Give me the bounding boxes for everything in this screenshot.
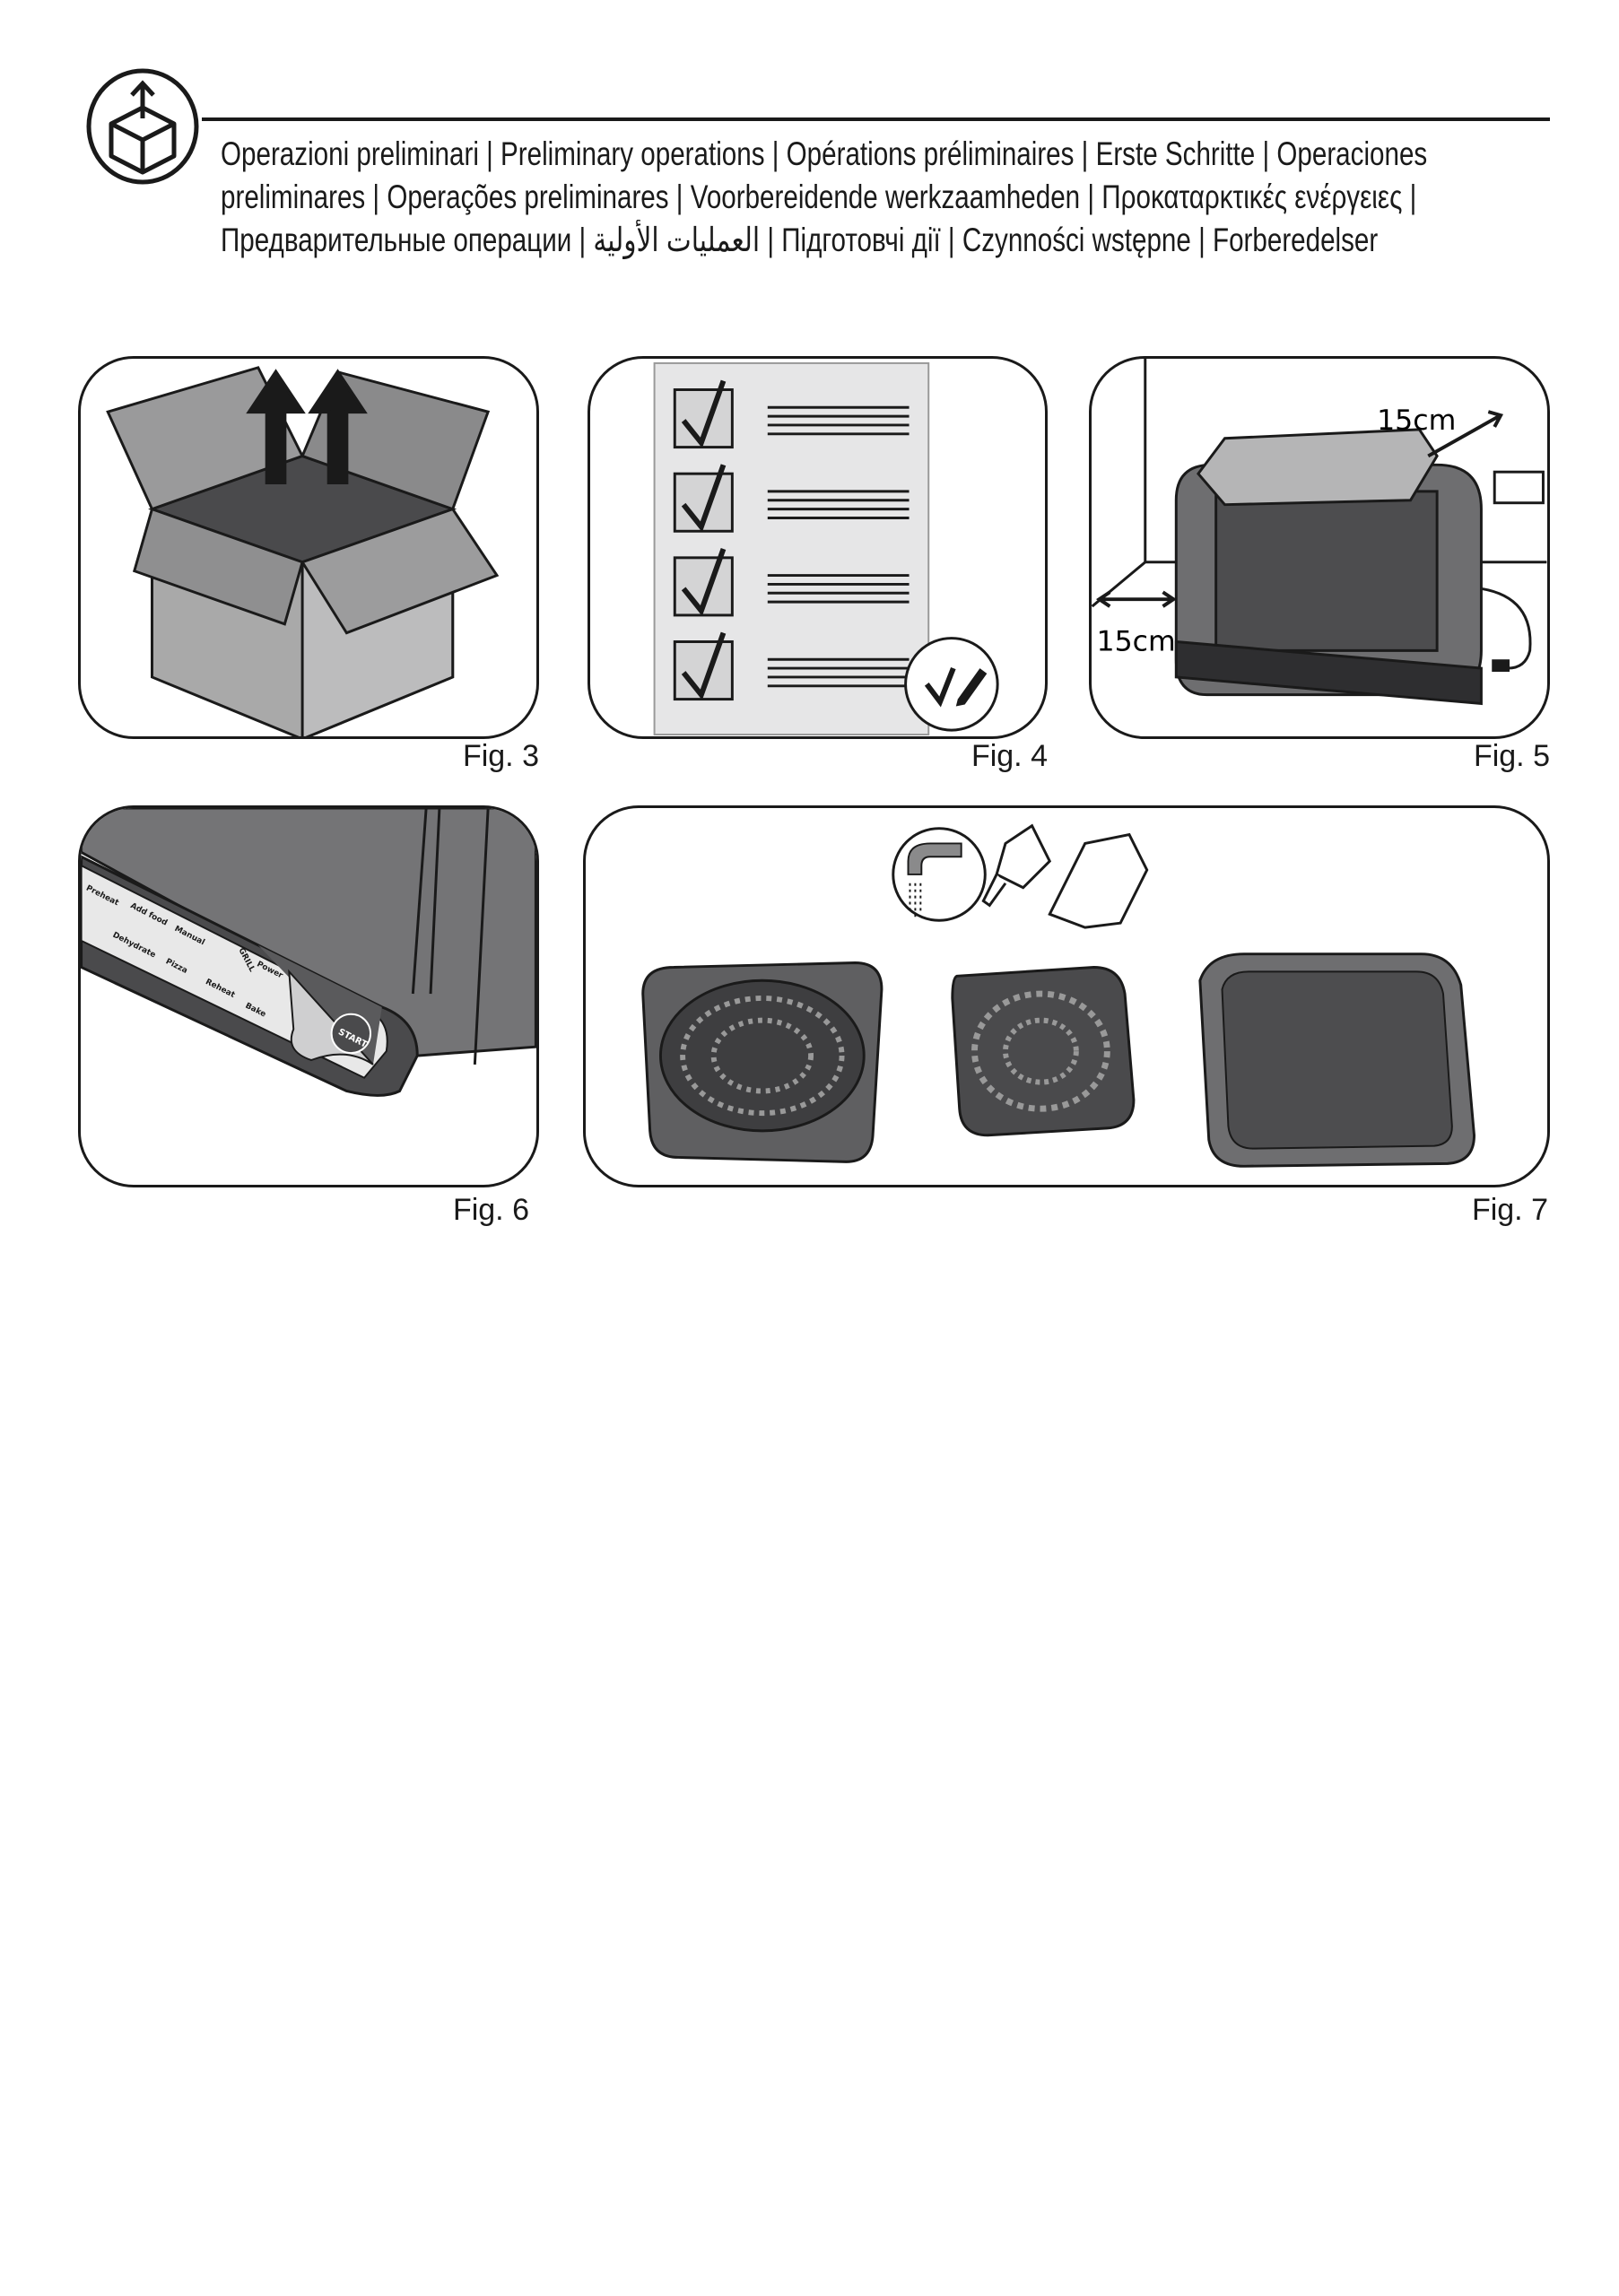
figure-label: Fig. 3 [462,739,539,773]
control-panel-film-illustration: Preheat Add food Manual Dehydrate Pizza … [81,808,536,1097]
title-line: Предварительные операции | العمليات الأو… [221,222,1379,258]
figure-7-wash-accessories [583,805,1550,1187]
checkmark-icon [681,379,727,700]
figure-label: Fig. 5 [1473,739,1550,773]
wall-socket-icon [1493,470,1545,505]
figure-5-clearance: 15cm 15cm [1089,356,1550,739]
appliance-clearance-illustration: 15cm 15cm [1092,359,1547,706]
unpack-box-icon [86,68,199,185]
distance-side-label: 15cm [1097,625,1176,657]
figure-label: Fig. 7 [1471,1193,1548,1227]
open-box-illustration [106,366,500,736]
detergent-bottle-icon [995,823,1052,890]
tap-water-icon [892,827,987,922]
figure-3-unpack [78,356,539,739]
distance-top-label: 15cm [1377,404,1456,437]
title-line: Operazioni preliminari | Preliminary ope… [221,135,1428,172]
figure-6-remove-film: Preheat Add food Manual Dehydrate Pizza … [78,805,539,1187]
title-line: preliminares | Operações preliminares | … [221,178,1417,215]
wash-icons [892,823,1149,929]
checklist-document-illustration [653,361,999,736]
arrow-up-icon [246,369,368,485]
sponge-cloth-icon [1048,832,1149,929]
figure-4-read-instructions [588,356,1048,739]
start-button-icon [330,1013,371,1055]
accessories-cleaning-illustration [641,823,1475,1168]
figure-label: Fig. 4 [971,739,1048,773]
figure-label: Fig. 6 [452,1193,529,1227]
check-pencil-icon [904,637,999,732]
section-title: Operazioni preliminari | Preliminary ope… [221,133,1548,262]
header-rule [202,117,1550,121]
